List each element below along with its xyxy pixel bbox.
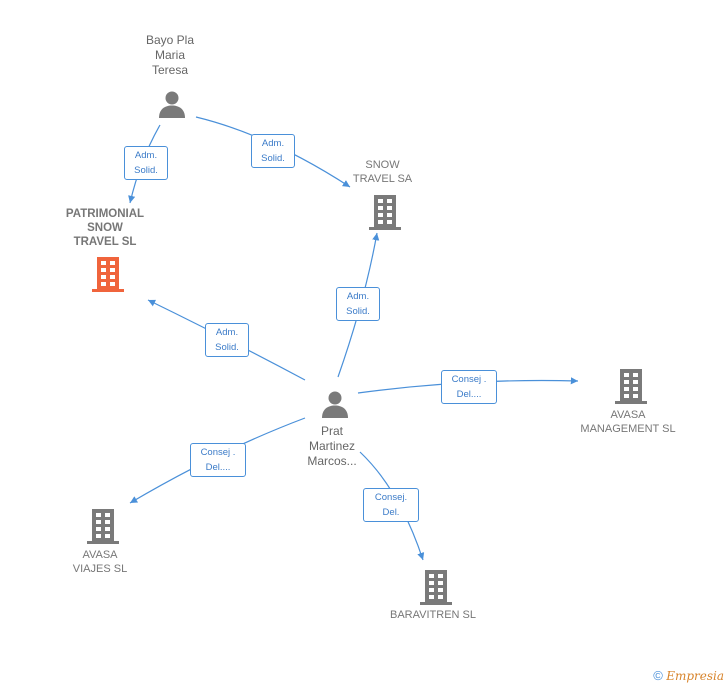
edge-label-bayo-snow[interactable]: Adm. Solid. — [251, 134, 295, 168]
company-label-avasa-viajes[interactable]: AVASA VIAJES SL — [72, 549, 128, 575]
company-label-avasa-management[interactable]: AVASA MANAGEMENT SL — [580, 409, 676, 435]
person-label-prat[interactable]: Prat Martinez Marcos... — [307, 424, 357, 468]
person-icon[interactable] — [320, 389, 350, 419]
building-icon[interactable] — [614, 367, 648, 405]
edge-label-prat-avasa-management[interactable]: Consej . Del.... — [441, 370, 497, 404]
building-icon[interactable] — [419, 568, 453, 606]
copyright-icon: © — [653, 668, 663, 683]
edge-label-prat-patrimonial[interactable]: Adm. Solid. — [205, 323, 249, 357]
edge-label-bayo-patrimonial[interactable]: Adm. Solid. — [124, 146, 168, 180]
building-icon[interactable] — [91, 255, 125, 293]
person-icon[interactable] — [157, 89, 187, 119]
edge-label-prat-avasa-viajes[interactable]: Consej . Del.... — [190, 443, 246, 477]
person-label-bayo[interactable]: Bayo Pla Maria Teresa — [145, 33, 195, 77]
company-label-snow[interactable]: SNOW TRAVEL SA — [352, 159, 413, 185]
company-label-baravitren[interactable]: BARAVITREN SL — [390, 609, 476, 621]
edge-label-prat-snow[interactable]: Adm. Solid. — [336, 287, 380, 321]
edge-label-prat-baravitren[interactable]: Consej. Del. — [363, 488, 419, 522]
brand-logo[interactable]: Empresia — [666, 669, 724, 683]
building-icon[interactable] — [368, 193, 402, 231]
company-label-patrimonial[interactable]: PATRIMONIAL SNOW TRAVEL SL — [65, 208, 145, 248]
footer-brand: © Empresia — [653, 668, 724, 683]
building-icon[interactable] — [86, 507, 120, 545]
